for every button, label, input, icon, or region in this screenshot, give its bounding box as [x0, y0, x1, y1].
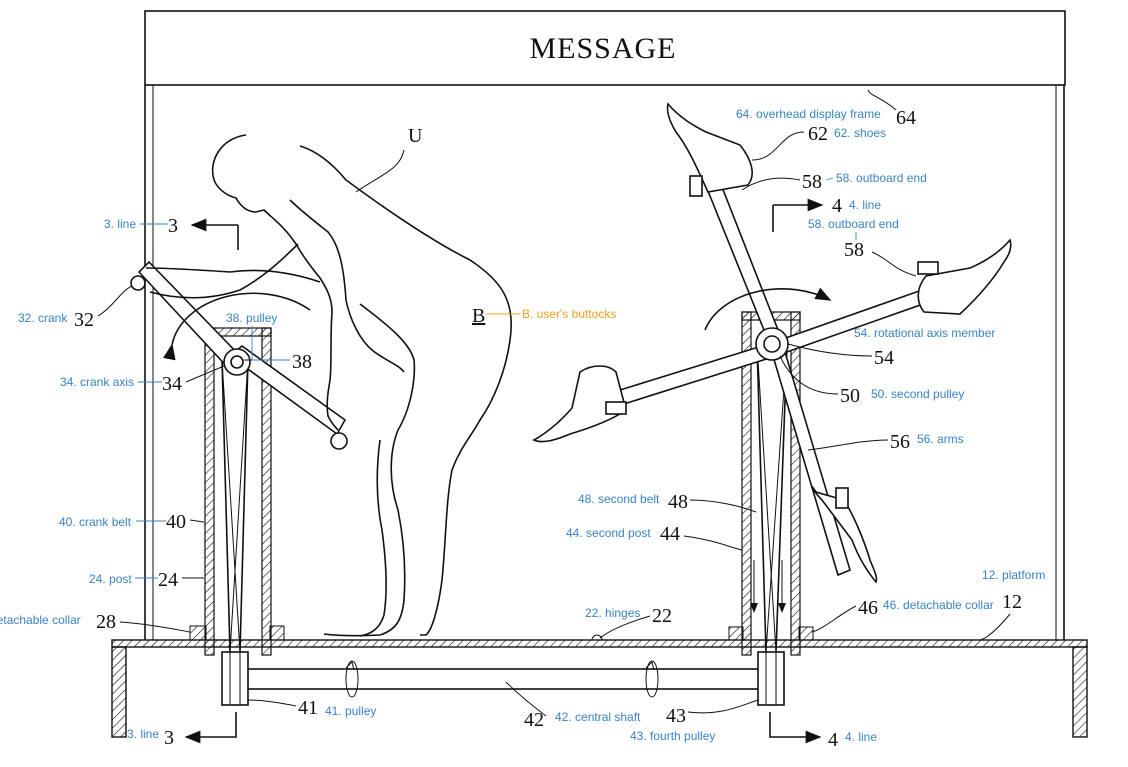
numeral-22: 22 — [652, 605, 672, 627]
user-figure — [146, 135, 511, 636]
label-44: 44. second post — [566, 526, 651, 540]
numeral-56: 56 — [890, 431, 910, 453]
label-43: 43. fourth pulley — [630, 729, 715, 743]
numeral-32: 32 — [74, 309, 94, 331]
label-24: 24. post — [89, 572, 132, 586]
numeral-58-top: 58 — [802, 171, 822, 193]
numeral-43: 43 — [666, 705, 686, 727]
annotation-labels: 64. overhead display frame 62. shoes 58.… — [0, 107, 1045, 744]
label-40: 40. crank belt — [59, 515, 132, 529]
label-62: 62. shoes — [834, 126, 886, 140]
section-lines — [186, 205, 822, 737]
numeral-48: 48 — [668, 491, 688, 513]
label-48: 48. second belt — [578, 492, 660, 506]
label-22: 22. hinges — [585, 606, 640, 620]
display-message: MESSAGE — [529, 32, 676, 65]
numeral-50: 50 — [840, 385, 860, 407]
label-50: 50. second pulley — [871, 387, 964, 401]
shoe-icon — [918, 240, 1011, 314]
label-46: 46. detachable collar — [883, 598, 994, 612]
label-64: 64. overhead display frame — [736, 107, 881, 121]
numeral-28: 28 — [96, 611, 116, 633]
label-41: 41. pulley — [325, 704, 376, 718]
numeral-3-bottom: 3 — [164, 727, 174, 749]
label-4-bottom: 4. line — [845, 730, 877, 744]
numeral-B: B — [472, 305, 485, 327]
label-12: 12. platform — [982, 568, 1045, 582]
numeral-41: 41 — [298, 697, 318, 719]
numeral-46: 46 — [858, 597, 878, 619]
label-3-bottom: 3. line — [127, 727, 159, 741]
numeral-12: 12 — [1002, 591, 1022, 613]
numeral-40: 40 — [166, 511, 186, 533]
label-42: 42. central shaft — [555, 710, 641, 724]
label-56: 56. arms — [917, 432, 964, 446]
numeral-24: 24 — [158, 569, 178, 591]
label-58-top: 58. outboard end — [836, 171, 927, 185]
numeral-58-right: 58 — [844, 239, 864, 261]
label-38: 38. pulley — [226, 311, 277, 325]
numeral-64: 64 — [896, 107, 916, 129]
numeral-U: U — [408, 125, 423, 147]
label-4-top: 4. line — [849, 198, 881, 212]
numeral-54: 54 — [874, 347, 894, 369]
numeral-62: 62 — [808, 123, 828, 145]
numeral-4-bottom: 4 — [828, 729, 838, 751]
numeral-4-top: 4 — [832, 195, 842, 217]
rotating-arms — [534, 104, 1011, 582]
label-28: 28. detachable collar — [0, 613, 81, 627]
label-B: B. user's buttocks — [522, 307, 616, 321]
numeral-34: 34 — [162, 373, 182, 395]
label-34: 34. crank axis — [60, 375, 134, 389]
label-32: 32. crank — [18, 311, 68, 325]
label-3-top: 3. line — [104, 217, 136, 231]
label-58-right: 58. outboard end — [808, 217, 899, 231]
numeral-38: 38 — [292, 351, 312, 373]
numeral-3-top: 3 — [168, 215, 178, 237]
label-54: 54. rotational axis member — [854, 326, 995, 340]
numeral-44: 44 — [660, 523, 680, 545]
central-shaft — [240, 661, 770, 697]
